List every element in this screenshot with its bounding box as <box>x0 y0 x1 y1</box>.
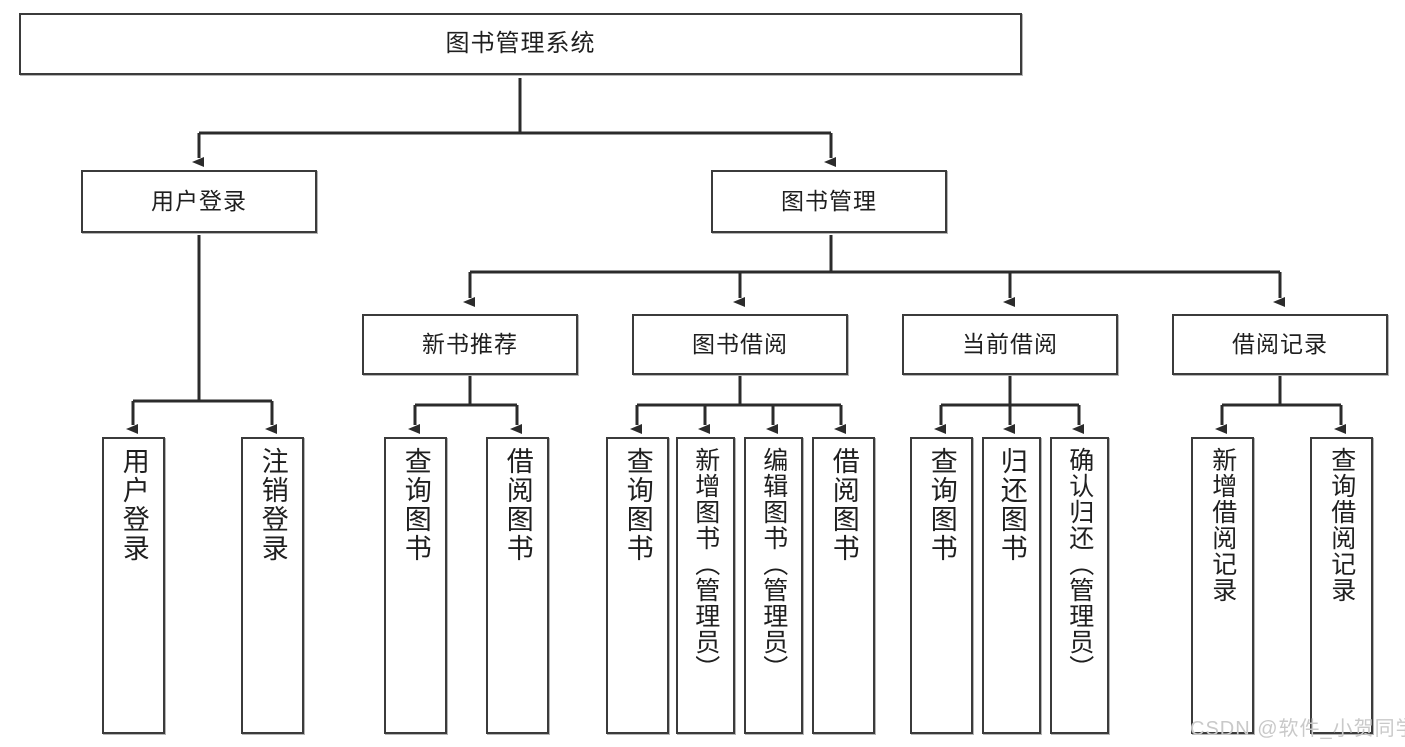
leaf-label: 借阅图书 <box>502 447 533 563</box>
watermark-csdn: CSDN @软件_小贺同学 <box>1190 712 1405 741</box>
leaf-label: 新增图书（管理员） <box>691 447 720 681</box>
node-label: 图书管理 <box>781 187 877 214</box>
node-label: 当前借阅 <box>962 330 1058 357</box>
leaf-label: 查询图书 <box>400 447 431 563</box>
leaf-current-borrow-confirm-return-admin[interactable]: 确认归还（管理员） <box>1050 437 1109 734</box>
leaf-new-book-query-book[interactable]: 查询图书 <box>384 437 447 734</box>
leaf-book-borrow-borrow-book[interactable]: 借阅图书 <box>812 437 875 734</box>
node-label: 图书借阅 <box>692 330 788 357</box>
leaf-user-login-login[interactable]: 用户登录 <box>102 437 165 734</box>
node-new-book-recommend[interactable]: 新书推荐 <box>362 314 578 375</box>
node-root-book-management-system[interactable]: 图书管理系统 <box>19 13 1022 75</box>
node-label: 新书推荐 <box>422 330 518 357</box>
leaf-label: 查询图书 <box>622 447 653 563</box>
node-book-borrow[interactable]: 图书借阅 <box>632 314 848 375</box>
leaf-label: 查询借阅记录 <box>1327 447 1356 603</box>
watermark-text: CSDN @软件_小贺同学 <box>1190 718 1405 740</box>
leaf-label: 用户登录 <box>118 447 149 563</box>
leaf-label: 注销登录 <box>257 447 288 563</box>
leaf-label: 新增借阅记录 <box>1208 447 1237 603</box>
node-book-management[interactable]: 图书管理 <box>711 170 947 233</box>
node-label: 图书管理系统 <box>445 29 596 57</box>
leaf-label: 借阅图书 <box>828 447 859 563</box>
node-label: 借阅记录 <box>1232 330 1328 357</box>
node-user-login[interactable]: 用户登录 <box>81 170 317 233</box>
node-borrow-record[interactable]: 借阅记录 <box>1172 314 1388 375</box>
leaf-label: 编辑图书（管理员） <box>759 447 788 681</box>
leaf-book-borrow-edit-book-admin[interactable]: 编辑图书（管理员） <box>744 437 803 734</box>
leaf-borrow-record-query-record[interactable]: 查询借阅记录 <box>1310 437 1373 734</box>
leaf-borrow-record-add-record[interactable]: 新增借阅记录 <box>1191 437 1254 734</box>
leaf-new-book-borrow-book[interactable]: 借阅图书 <box>486 437 549 734</box>
leaf-label: 确认归还（管理员） <box>1065 447 1094 681</box>
leaf-book-borrow-query-book[interactable]: 查询图书 <box>606 437 669 734</box>
leaf-current-borrow-query-book[interactable]: 查询图书 <box>910 437 973 734</box>
leaf-label: 归还图书 <box>996 447 1027 563</box>
leaf-user-login-logout[interactable]: 注销登录 <box>241 437 304 734</box>
leaf-book-borrow-add-book-admin[interactable]: 新增图书（管理员） <box>676 437 735 734</box>
node-current-borrow[interactable]: 当前借阅 <box>902 314 1118 375</box>
leaf-label: 查询图书 <box>926 447 957 563</box>
node-label: 用户登录 <box>151 187 247 214</box>
leaf-current-borrow-return-book[interactable]: 归还图书 <box>982 437 1041 734</box>
